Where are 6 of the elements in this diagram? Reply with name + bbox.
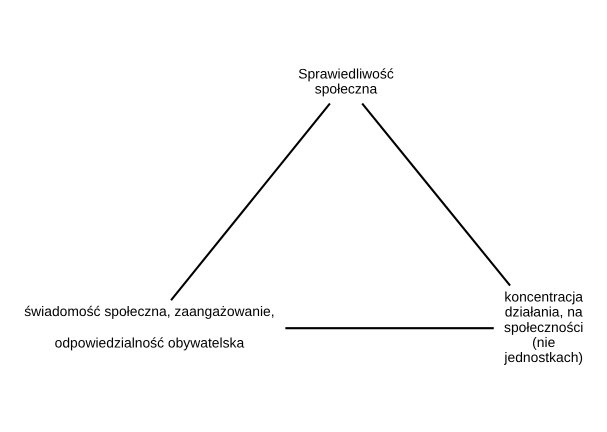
connector [361,102,511,286]
node-text: Sprawiedliwość społeczna [298,66,394,97]
connector [170,102,331,301]
node-text: świadomość społeczna, zaangażowanie, odpowiedzialność obywatelska [24,303,275,350]
node-text: koncentracja działania, na społeczności (nie jednostkach) [504,288,584,365]
connector [285,327,494,330]
